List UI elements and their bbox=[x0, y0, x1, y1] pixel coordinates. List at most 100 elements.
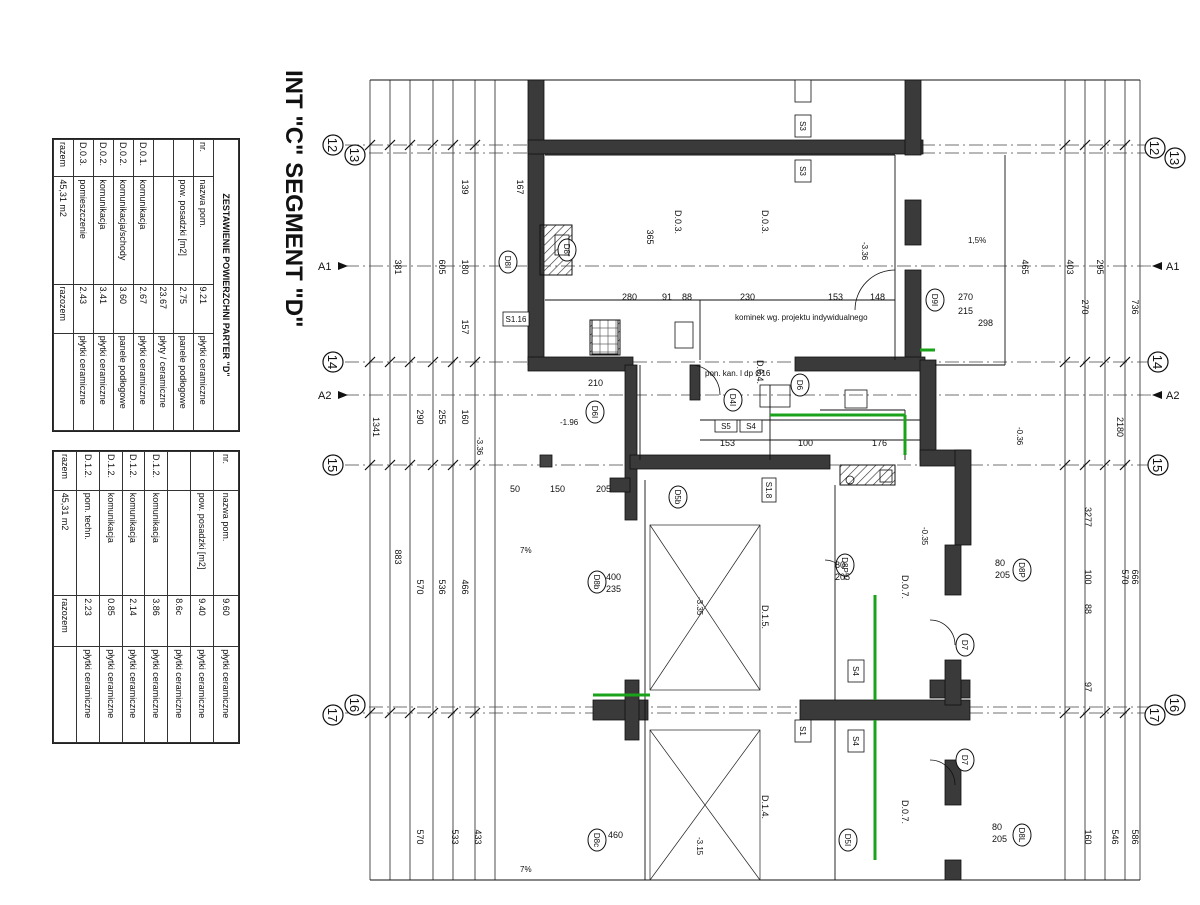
axis-marker-12-left bbox=[322, 134, 344, 156]
left-special-floor: panele podłogowe bbox=[173, 333, 194, 431]
left-row1-area: 2.67 bbox=[133, 284, 154, 334]
dim-misc-16: 205 bbox=[835, 572, 850, 582]
elevation-5: -0.36 bbox=[1015, 427, 1024, 446]
section-tag-s5: S5 bbox=[721, 422, 731, 431]
door-tag-11: D7 bbox=[960, 755, 969, 766]
callout-slope-3: 7% bbox=[520, 865, 532, 874]
section-tag-s4-b: S4 bbox=[851, 736, 860, 746]
dim-right-270: 270 bbox=[1080, 299, 1090, 314]
right-row4-area: 2.23 bbox=[76, 595, 100, 647]
dim-left-180: 180 bbox=[460, 259, 470, 274]
dimension-lines bbox=[369, 80, 1141, 880]
axis-label-16-right: 16 bbox=[1167, 698, 1182, 712]
section-tag-s116: S1.16 bbox=[506, 315, 527, 324]
left-special-floor-2: płyty / ceramiczne bbox=[153, 333, 174, 431]
left-row3-name: komunikacja bbox=[93, 176, 114, 285]
right-special-area-1: 9.60 bbox=[213, 595, 239, 647]
dim-col-160: 160 bbox=[460, 409, 470, 424]
left-row4-floor: płytki ceramiczne bbox=[73, 333, 94, 431]
left-row2-nr: D.0.2. bbox=[113, 139, 134, 177]
left-row3-floor: płytki ceramiczne bbox=[93, 333, 114, 431]
callout-chimney: pon. kan. l dp Ø16 bbox=[705, 369, 771, 378]
fixtures bbox=[539, 234, 893, 485]
dim-mid-2: 91 bbox=[662, 292, 672, 302]
axis-label-17-left: 17 bbox=[325, 708, 340, 722]
right-row2-name: komunikacja bbox=[122, 490, 145, 596]
axis-marker-15-right bbox=[1147, 454, 1169, 476]
right-row1-nr: D.1.2. bbox=[144, 451, 168, 491]
door-tag-12: D9I bbox=[930, 294, 939, 306]
door-tag-4: D5b bbox=[673, 490, 682, 505]
dim-col-290: 290 bbox=[415, 409, 425, 424]
left-total-note: razozem bbox=[53, 284, 74, 334]
walls bbox=[527, 79, 972, 881]
door-tag-2: D6I bbox=[590, 406, 599, 418]
door-swings bbox=[689, 269, 956, 786]
dim-misc-1: 210 bbox=[588, 378, 603, 388]
right-row4-floor: płytki ceramiczne bbox=[76, 646, 100, 743]
axis-marker-17-left bbox=[322, 704, 344, 726]
axis-lines bbox=[345, 144, 1155, 714]
axis-marker-16-right bbox=[1164, 694, 1186, 716]
dim-mid-4: 230 bbox=[740, 292, 755, 302]
axis-marker-13-right bbox=[1164, 147, 1186, 169]
dim-misc-10: 460 bbox=[608, 830, 623, 840]
dim-right-736: 736 bbox=[1130, 299, 1140, 314]
room-label-d15: D.1.5. bbox=[760, 605, 770, 629]
axis-arrows bbox=[338, 262, 1162, 399]
dim-col-533: 533 bbox=[450, 829, 460, 844]
right-row2-nr: D.1.2. bbox=[122, 451, 145, 491]
right-total-note: razozem bbox=[53, 595, 77, 647]
axis-label-15-right: 15 bbox=[1150, 458, 1165, 472]
dim-misc-5: 153 bbox=[720, 438, 735, 448]
axis-label-13-right: 13 bbox=[1167, 151, 1182, 165]
left-head-pow: pow. posadzki [m2] bbox=[173, 176, 194, 285]
door-tag-15: D8L bbox=[1017, 828, 1026, 843]
dim-col-883: 883 bbox=[393, 549, 403, 564]
callout-slope-2: 7% bbox=[520, 546, 532, 555]
interior-lines bbox=[545, 154, 1006, 880]
left-row4-name: pomieszczenie bbox=[73, 176, 94, 285]
door-tag-5: D8b bbox=[592, 575, 601, 590]
section-tag-boxes bbox=[502, 79, 865, 753]
dim-misc-6: 100 bbox=[798, 438, 813, 448]
axis-label-13-left: 13 bbox=[347, 148, 362, 162]
dim-misc-4: 150 bbox=[550, 484, 565, 494]
section-tag-s18: S1.8 bbox=[764, 482, 773, 499]
room-label-d07-a: D.0.7. bbox=[900, 575, 910, 599]
sheet-top-edges bbox=[370, 79, 1140, 881]
dim-misc-15: 80 bbox=[835, 560, 845, 570]
elevation-marks: -3.35 -3.36 -3.36 -3.15 -0.36 -0.35 -1.9… bbox=[475, 242, 1024, 856]
room-label-d03-b: D.0.3. bbox=[760, 210, 770, 234]
area-schedule-right: nr. nazwa pom. 9.60 płytki ceramiczne po… bbox=[52, 450, 240, 744]
section-tag-labels: S3 S3 S4 S4 S1.16 S1.8 S4 S5 S1 bbox=[506, 121, 860, 746]
hatched-walls bbox=[539, 224, 896, 486]
void-cross-lines bbox=[649, 524, 761, 881]
left-row3-nr: D.0.2. bbox=[93, 139, 114, 177]
dim-mid-7: 270 bbox=[958, 292, 973, 302]
axis-label-16-left: 16 bbox=[347, 698, 362, 712]
room-label-d14: D.1.4. bbox=[760, 795, 770, 819]
right-row3-name: komunikacja bbox=[99, 490, 123, 596]
axis-label-14-left: 14 bbox=[325, 355, 340, 369]
door-tag-10: D7 bbox=[960, 640, 969, 651]
dim-right-465: 465 bbox=[1020, 259, 1030, 274]
axis-marker-13-left bbox=[344, 144, 366, 166]
left-head-nr: nr. bbox=[193, 139, 214, 177]
left-head-floor: płytki ceramiczne bbox=[193, 333, 214, 431]
right-special-floor-3: płytki ceramiczne bbox=[167, 646, 191, 743]
door-tag-1: D8I bbox=[503, 256, 512, 268]
area-schedule-left: ZESTAWIENIE POWIERZCHNI PARTER "D" nr. n… bbox=[52, 138, 240, 432]
door-tag-7: D8c bbox=[592, 833, 601, 847]
door-tag-14: D5I bbox=[843, 834, 852, 846]
elevation-4: -3.15 bbox=[695, 837, 704, 856]
right-special-floor-2: płytki ceramiczne bbox=[190, 646, 214, 743]
room-label-d07-b: D.0.7. bbox=[900, 800, 910, 824]
right-special-area-3: 8.6c bbox=[167, 595, 191, 647]
axis-label-a2-left: A2 bbox=[318, 390, 331, 402]
left-row4-nr: D.0.3. bbox=[73, 139, 94, 177]
axis-marker-14-left bbox=[322, 351, 344, 373]
callouts: kominek wg. projektu indywidualnego pon.… bbox=[520, 236, 986, 874]
dim-right-3277: 3277 bbox=[1083, 507, 1093, 527]
